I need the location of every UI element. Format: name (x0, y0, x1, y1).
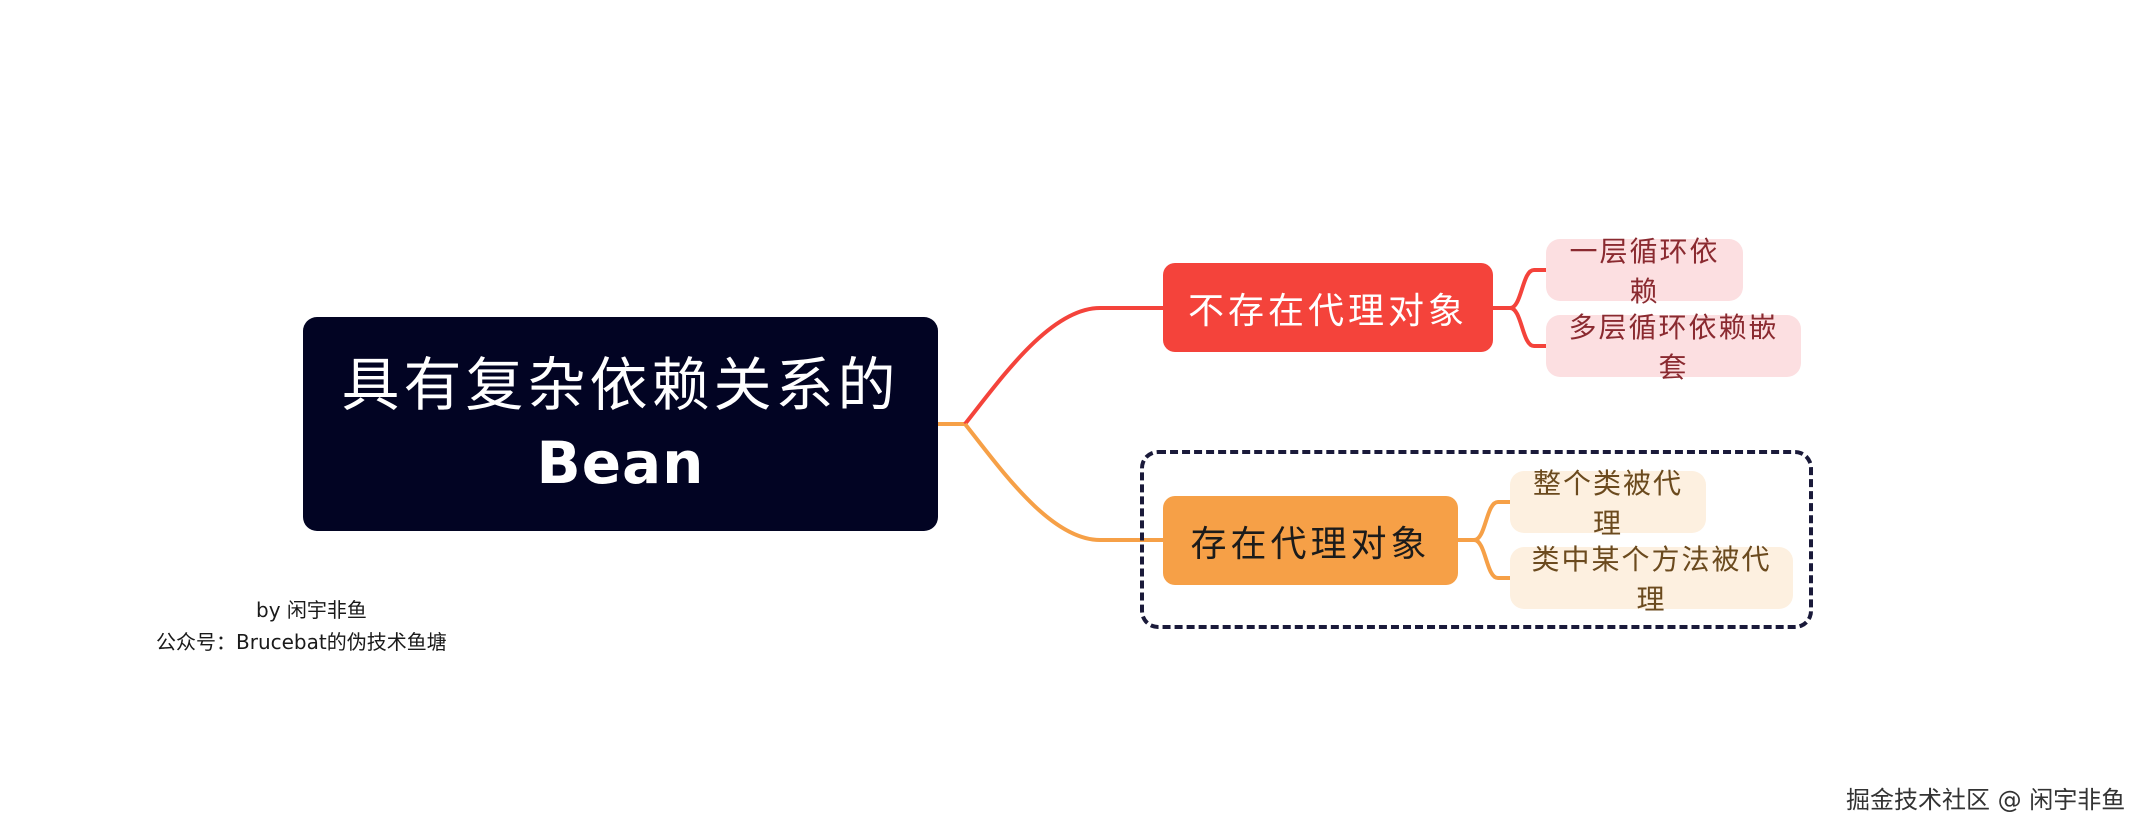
connector-branch-1 (963, 306, 1163, 426)
root-title-line-2: Bean (536, 429, 705, 497)
highlight-boundary (1140, 450, 1813, 629)
leaf-single-level-cycle[interactable]: 一层循环依赖 (1546, 235, 1743, 308)
leaf-whole-class-proxied[interactable]: 整个类被代理 (1510, 467, 1706, 540)
leaf-method-proxied[interactable]: 类中某个方法被代理 (1510, 543, 1793, 616)
root-topic[interactable]: 具有复杂依赖关系的 Bean (303, 317, 938, 531)
connector-leaf-2 (1493, 306, 1546, 348)
connector-leaf-4 (1458, 538, 1510, 580)
root-title-line-1: 具有复杂依赖关系的 (341, 351, 900, 419)
author-credit: by 闲宇非鱼 (256, 598, 367, 622)
connector-leaf-1 (1493, 268, 1546, 310)
account-credit: 公众号：Brucebat的伪技术鱼塘 (156, 630, 447, 654)
connector-branch-2 (963, 422, 1163, 542)
watermark: 掘金技术社区 @ 闲宇非鱼 (1846, 786, 2126, 814)
leaf-multi-level-cycle[interactable]: 多层循环依赖嵌套 (1546, 311, 1801, 384)
branch-with-proxy[interactable]: 存在代理对象 (1163, 496, 1458, 585)
branch-no-proxy[interactable]: 不存在代理对象 (1163, 263, 1493, 352)
